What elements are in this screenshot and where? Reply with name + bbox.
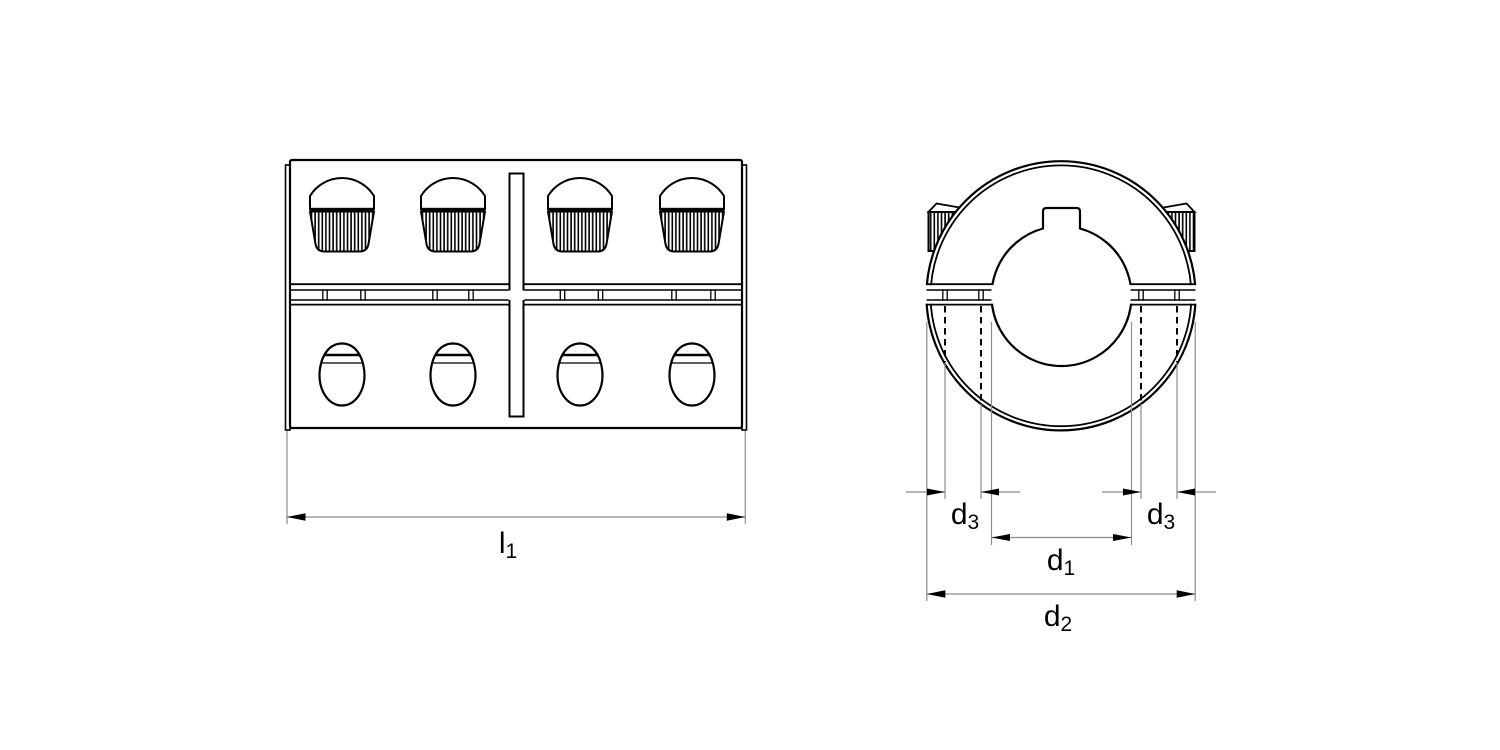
dimension-l1: [286, 431, 746, 524]
extension-lines: [926, 322, 1196, 601]
hidden-hole-lines: [944, 306, 1178, 403]
dimension-label-d3-left: d3: [950, 498, 980, 534]
dimension-label-d2: d2: [1043, 600, 1073, 636]
split-gap: [926, 283, 1196, 306]
socket-screw: [547, 177, 613, 253]
dimension-label-d3-right: d3: [1146, 498, 1176, 534]
dimension-label-d1: d1: [1046, 544, 1076, 580]
arrowhead: [1177, 488, 1195, 496]
socket-screw: [659, 177, 725, 253]
dimension-d2: [926, 590, 1196, 598]
arrowhead: [287, 513, 306, 521]
side-view: [284, 158, 748, 524]
screw-hole: [430, 344, 476, 406]
arrowhead: [1113, 534, 1132, 541]
split-gap-mask: [920, 285, 1202, 304]
dimension-d1: [991, 534, 1132, 541]
arrowhead: [981, 488, 999, 496]
arrowhead: [1123, 488, 1141, 496]
end-view: [906, 160, 1216, 601]
dimension-d3-right: [1102, 488, 1216, 496]
coupling-body: [288, 158, 744, 430]
socket-screw: [420, 177, 486, 253]
dimension-d3-left: [906, 488, 1020, 496]
arrowhead: [1176, 590, 1196, 598]
center-slit: [508, 172, 525, 418]
dimension-label-l1: l1: [498, 527, 518, 563]
split-line: [290, 283, 742, 306]
arrowhead: [991, 534, 1010, 541]
screw-hole: [669, 344, 715, 406]
screw-hole: [557, 344, 603, 406]
socket-screw: [309, 177, 375, 253]
arrowhead: [926, 590, 946, 598]
arrowhead: [927, 488, 945, 496]
screw-hole: [319, 344, 365, 406]
arrowhead: [726, 513, 746, 521]
